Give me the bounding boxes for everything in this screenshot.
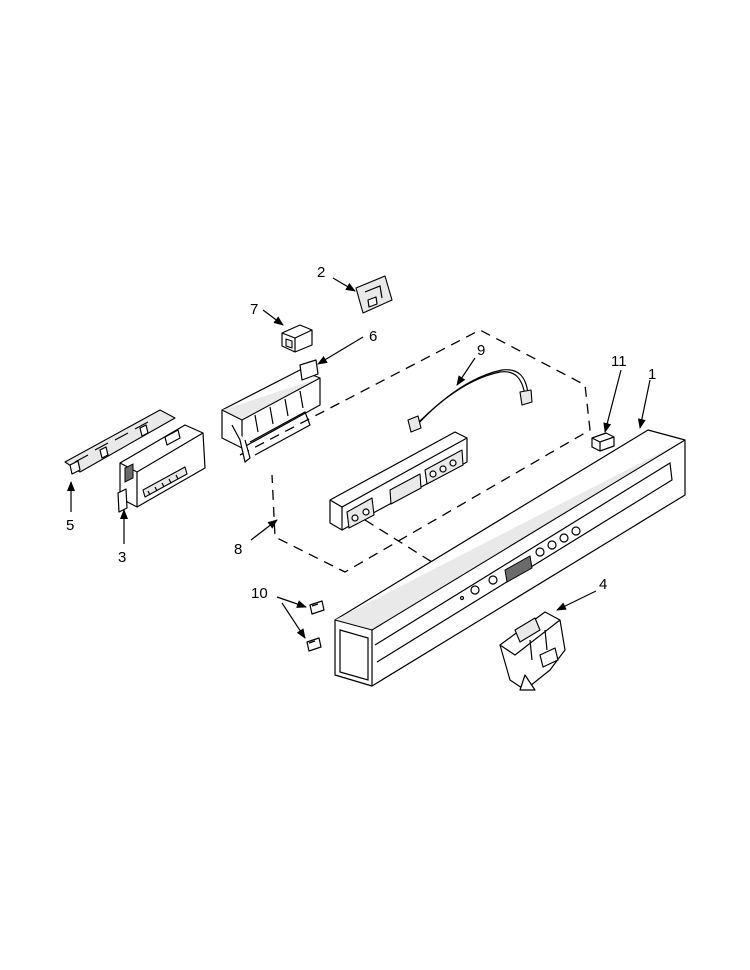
part-2-bracket[interactable]	[355, 275, 393, 314]
part-7-clip[interactable]	[281, 324, 313, 353]
callout-5: 5	[66, 517, 74, 534]
part-9-wire-harness[interactable]	[407, 369, 533, 433]
callout-8: 8	[234, 541, 242, 558]
part-4-latch[interactable]	[499, 611, 566, 691]
callout-6: 6	[369, 328, 377, 345]
part-8-ui-module[interactable]	[329, 431, 468, 531]
part-10-screws[interactable]	[306, 600, 325, 652]
callout-9: 9	[477, 342, 485, 359]
part-5-bracket[interactable]	[64, 409, 176, 475]
callout-4: 4	[599, 576, 607, 593]
callout-10: 10	[251, 585, 268, 602]
leader-lines	[67, 277, 651, 639]
callout-7: 7	[250, 301, 258, 318]
part-1-control-panel[interactable]	[334, 429, 686, 687]
callout-1: 1	[648, 366, 656, 383]
callout-11: 11	[611, 353, 627, 370]
callout-2: 2	[317, 264, 325, 281]
part-3-control-board[interactable]	[117, 424, 206, 513]
wiring-harness-outline	[239, 329, 591, 573]
part-6-housing[interactable]	[221, 359, 321, 463]
callout-3: 3	[118, 549, 126, 566]
part-11-clip[interactable]	[591, 432, 615, 452]
